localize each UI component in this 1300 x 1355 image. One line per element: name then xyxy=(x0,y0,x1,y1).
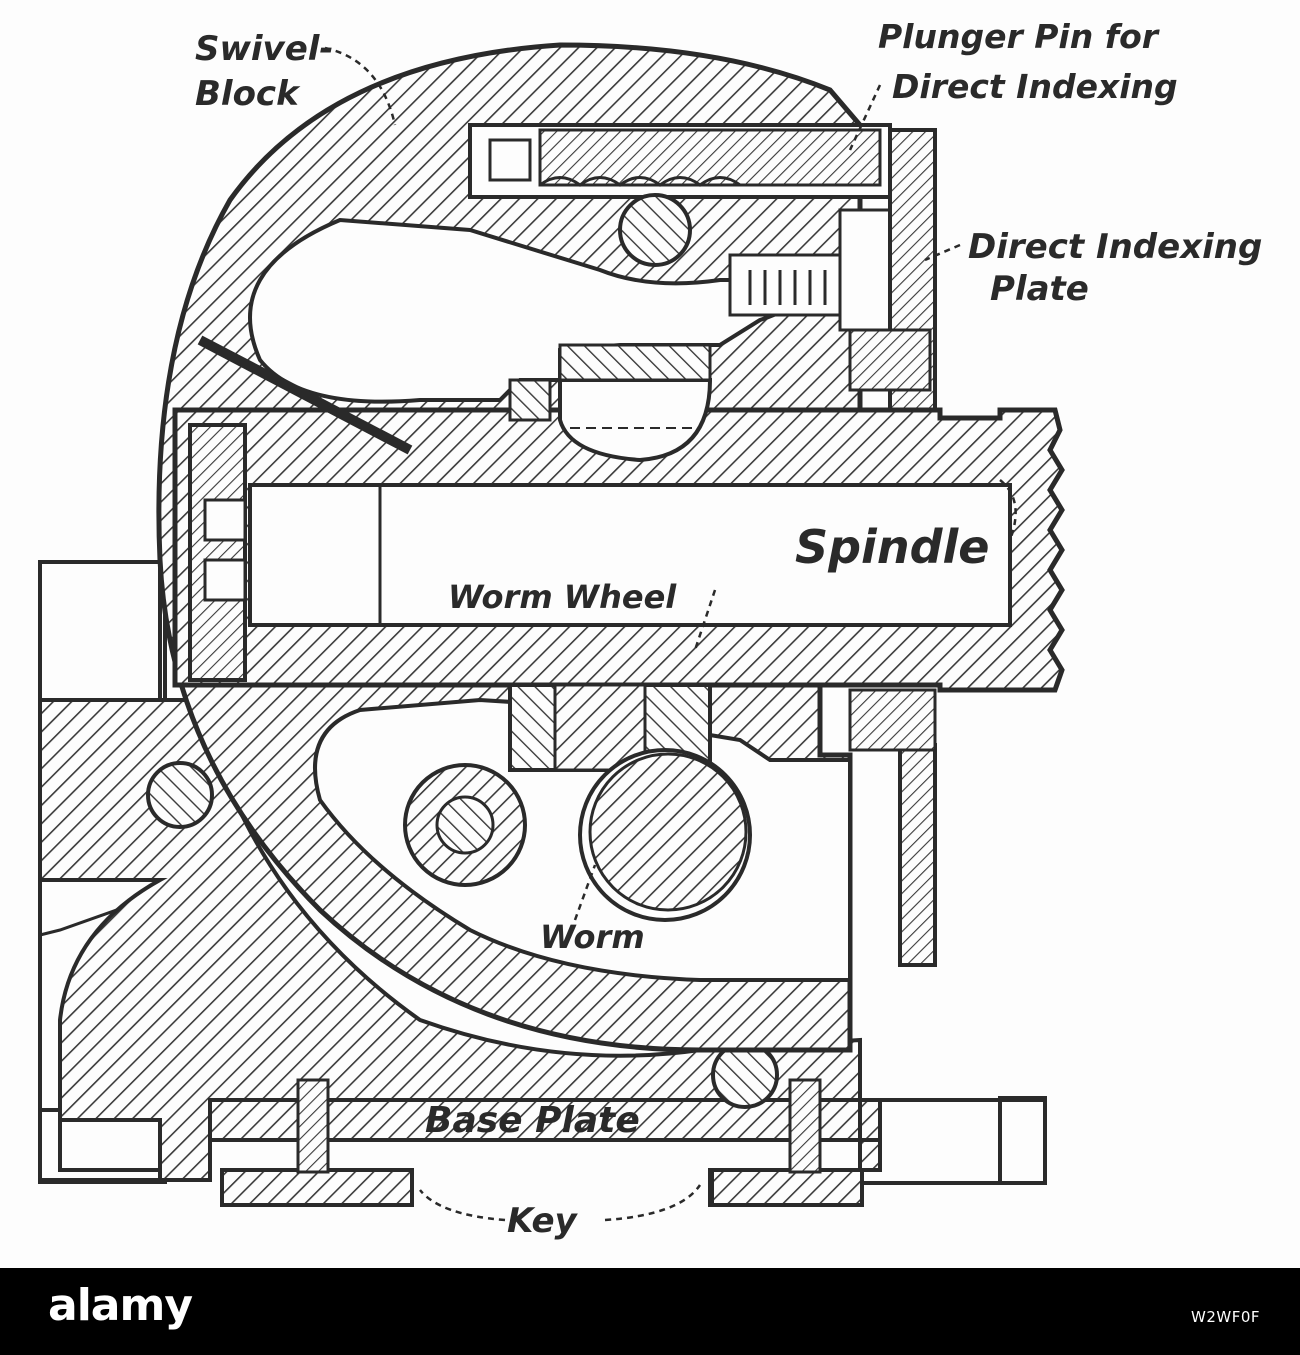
label-base-plate: Base Plate xyxy=(425,1100,640,1141)
diagram-area: Swivel- Block Plunger Pin for Direct Ind… xyxy=(38,17,1263,1241)
label-worm-wheel: Worm Wheel xyxy=(448,578,677,616)
label-plunger-pin-1: Plunger Pin for xyxy=(878,17,1160,56)
label-worm: Worm xyxy=(540,918,645,956)
section-drawing: Swivel- Block Plunger Pin for Direct Ind… xyxy=(38,17,1262,1241)
label-swivel-block-2: Block xyxy=(195,74,301,114)
watermark-footer: alamy W2WF0F xyxy=(0,1268,1300,1355)
image-id: W2WF0F xyxy=(1190,1308,1260,1326)
worm-wheel xyxy=(508,683,712,772)
label-swivel-block-1: Swivel- xyxy=(195,29,334,69)
label-indexing-plate-1: Direct Indexing xyxy=(968,227,1262,267)
label-indexing-plate-2: Plate xyxy=(990,269,1089,309)
worm xyxy=(403,748,752,922)
leader-lines xyxy=(324,46,1017,1222)
label-spindle: Spindle xyxy=(795,520,989,574)
label-plunger-pin-2: Direct Indexing xyxy=(892,67,1178,106)
spindle xyxy=(172,335,1065,693)
annotation-labels: Swivel- Block Plunger Pin for Direct Ind… xyxy=(195,17,1262,1241)
plunger-pin-assembly xyxy=(468,123,902,332)
direct-indexing-plate xyxy=(848,128,937,967)
label-key: Key xyxy=(507,1201,579,1241)
base-plate-body xyxy=(38,698,882,1207)
alamy-logo: alamy xyxy=(48,1280,193,1331)
